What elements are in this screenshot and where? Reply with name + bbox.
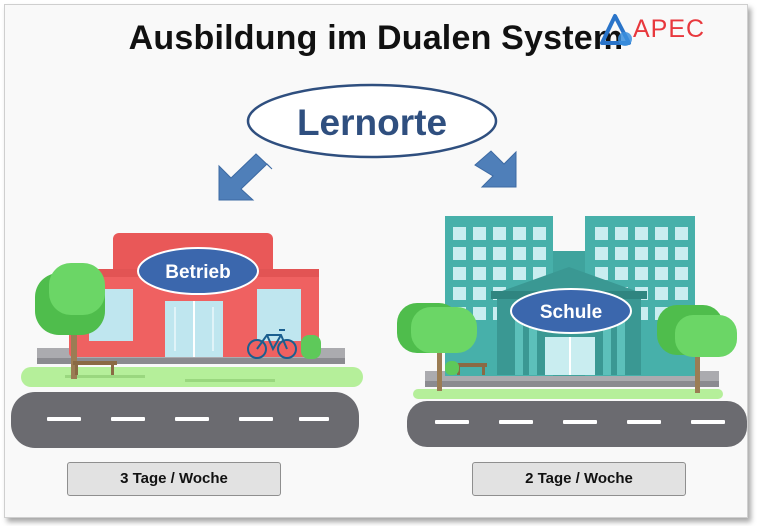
diagram-scene: Lernorte <box>11 83 747 448</box>
window <box>513 247 526 260</box>
tree-right-b-icon <box>657 305 737 393</box>
tree-left-icon <box>35 263 105 379</box>
slide-title: Ausbildung im Dualen System <box>128 19 624 57</box>
window <box>513 227 526 240</box>
window <box>655 287 668 300</box>
logo-text: APEC <box>633 15 706 43</box>
tree-right-a-icon <box>397 303 477 391</box>
window <box>493 227 506 240</box>
window <box>453 227 466 240</box>
window <box>595 267 608 280</box>
window <box>635 227 648 240</box>
window <box>533 247 546 260</box>
bush-icon <box>301 335 321 359</box>
window <box>473 227 486 240</box>
apec-triangle-logo-icon <box>600 14 632 46</box>
window <box>473 287 486 300</box>
window <box>675 227 688 240</box>
betrieb-label: Betrieb <box>165 262 230 283</box>
schule-scene: Schule <box>397 216 747 447</box>
window <box>615 247 628 260</box>
window <box>655 227 668 240</box>
window <box>453 247 466 260</box>
window <box>473 267 486 280</box>
window <box>533 227 546 240</box>
window <box>453 287 466 300</box>
window <box>615 267 628 280</box>
window <box>473 307 486 320</box>
lernorte-label: Lernorte <box>297 102 447 143</box>
apec-logo: APEC <box>599 13 735 49</box>
arrow-right-icon <box>474 150 517 188</box>
bench-icon <box>73 361 117 375</box>
betrieb-days-box: 3 Tage / Woche <box>67 462 281 496</box>
window <box>655 247 668 260</box>
slide: Ausbildung im Dualen System APEC Lernort… <box>4 4 748 518</box>
window <box>453 267 466 280</box>
window <box>615 227 628 240</box>
window <box>675 267 688 280</box>
schule-label: Schule <box>540 302 602 323</box>
window <box>675 247 688 260</box>
window <box>635 247 648 260</box>
window <box>635 267 648 280</box>
schule-days-box: 2 Tage / Woche <box>472 462 686 496</box>
arrow-left-icon <box>218 153 273 201</box>
window <box>595 247 608 260</box>
window <box>595 227 608 240</box>
betrieb-scene: Betrieb <box>11 233 363 448</box>
window <box>655 267 668 280</box>
lernorte-oval: Lernorte <box>246 83 498 159</box>
window <box>493 247 506 260</box>
bush-right-icon <box>445 361 459 375</box>
window <box>675 287 688 300</box>
bicycle-icon <box>247 329 297 359</box>
window <box>493 267 506 280</box>
window <box>513 267 526 280</box>
window <box>473 247 486 260</box>
